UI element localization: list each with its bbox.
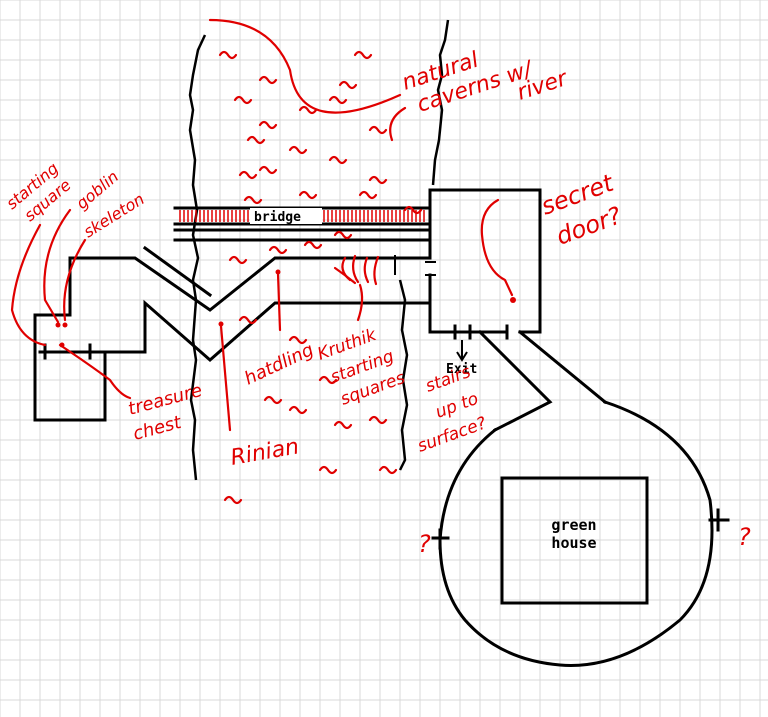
river-wave (263, 395, 283, 405)
cavern-walls (188, 19, 450, 481)
bridge: bridge (173, 206, 432, 226)
river-wave (333, 420, 353, 430)
river-wave (233, 95, 253, 105)
river-wave (288, 405, 308, 415)
river-wave (333, 230, 353, 240)
river-wave (328, 155, 348, 165)
green-house-label-1: green (551, 516, 596, 534)
river-wave (378, 465, 398, 475)
river-wave (368, 125, 388, 135)
caverns-pointer (208, 18, 402, 114)
river-wave (358, 190, 378, 200)
river-wave (288, 145, 308, 155)
kruthik-marks (333, 254, 380, 322)
river-wave (258, 165, 278, 175)
river-wave (368, 175, 388, 185)
exit-label: Exit (446, 362, 477, 377)
river-wave (353, 50, 373, 60)
river-wave (318, 465, 338, 475)
bridge-label: bridge (254, 210, 301, 225)
river-wave (238, 315, 258, 325)
green-house-label-2: house (551, 534, 596, 552)
river-wave (243, 195, 263, 205)
river-wave (218, 50, 238, 60)
river-wave (298, 190, 318, 200)
river-wave (368, 415, 388, 425)
unknown-door-right: ? (738, 523, 751, 551)
river-wave (328, 95, 348, 105)
river-wave (258, 75, 278, 85)
river-wave (238, 170, 258, 180)
river-waves (218, 50, 423, 505)
river-wave (258, 120, 278, 130)
unknown-door-left: ? (418, 530, 431, 558)
river-wave (223, 495, 243, 505)
river-wave (228, 255, 248, 265)
river-wave (318, 375, 338, 385)
river-wave (298, 105, 318, 115)
river-wave (403, 205, 423, 215)
river-wave (303, 240, 323, 250)
secret-door-pointer (480, 198, 514, 297)
hatdling-note: hatdling (241, 339, 317, 389)
river-wave (288, 335, 308, 345)
river-wave (338, 80, 358, 90)
river-wave (246, 135, 266, 145)
river-wave (268, 245, 288, 255)
